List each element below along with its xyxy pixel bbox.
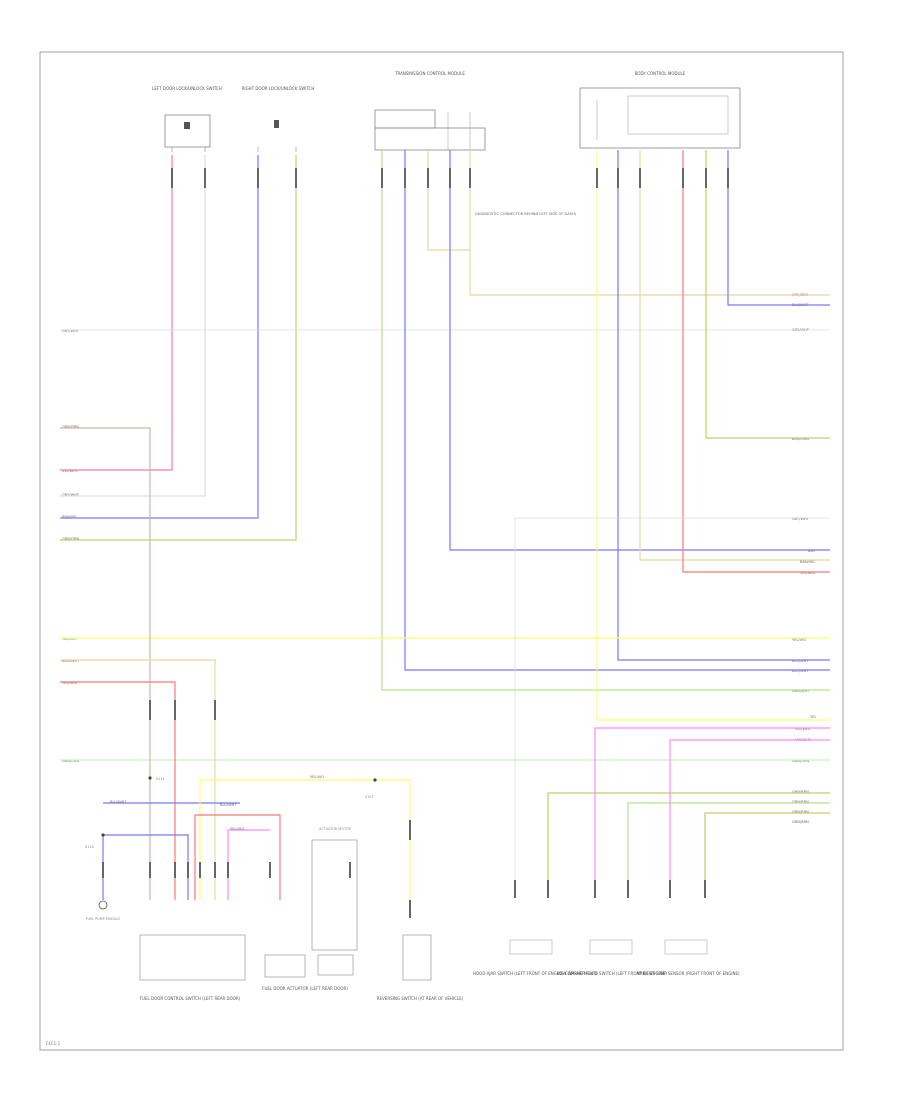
- svg-text:LOW WASHER FLUID SWITCH (LEFT: LOW WASHER FLUID SWITCH (LEFT FRONT OF E…: [557, 971, 667, 976]
- right-door-switch-label: RIGHT DOOR LOCK/UNLOCK SWITCH: [242, 86, 315, 91]
- svg-text:GRN/BRN: GRN/BRN: [792, 820, 809, 824]
- svg-text:YEL/VIO: YEL/VIO: [62, 637, 76, 641]
- wire-blue-right-2: [727, 150, 830, 306]
- connector-marks: [102, 168, 729, 918]
- switch-button-icon: [184, 122, 190, 129]
- svg-text:HOOD AJAR SWITCH (LEFT FRONT O: HOOD AJAR SWITCH (LEFT FRONT OF ENGINE C…: [473, 971, 597, 976]
- wires: [60, 150, 830, 900]
- wire-red-lower: [194, 814, 281, 900]
- wire-lime: [60, 155, 297, 541]
- wire-blue: [60, 155, 259, 519]
- wire-green-center: [381, 150, 830, 691]
- wire-tan-right: [639, 150, 830, 561]
- actuator-motor-box: ACTUATOR MOTOR: [311, 827, 358, 976]
- wire-pink: [60, 155, 173, 471]
- wire-olive-right: [705, 150, 830, 439]
- wire-tan-long: [469, 150, 830, 296]
- svg-text:GRN/WHT: GRN/WHT: [792, 689, 810, 693]
- diagram-frame: [39, 51, 844, 1051]
- left-door-switch-label: LEFT DOOR LOCK/UNLOCK SWITCH: [152, 86, 222, 91]
- reversing-switch: REVERSING SWITCH (AT REAR OF VEHICLE): [377, 934, 464, 1001]
- wire-blue-center: [404, 150, 830, 671]
- svg-text:S111: S111: [156, 777, 165, 781]
- svg-text:BLU/WHT: BLU/WHT: [792, 669, 809, 673]
- svg-text:GRN/BRN: GRN/BRN: [792, 790, 809, 794]
- svg-text:YEL/VIO: YEL/VIO: [310, 775, 324, 779]
- wire-olive-sensor: [547, 792, 830, 890]
- left-door-switch: LEFT DOOR LOCK/UNLOCK SWITCH: [152, 86, 222, 152]
- wire-blue-center-2: [449, 150, 830, 551]
- svg-text:ORN/BRN: ORN/BRN: [62, 425, 79, 429]
- center-module-label: TRANSMISSION CONTROL MODULE: [394, 71, 465, 76]
- svg-text:GRN/ORN: GRN/ORN: [62, 759, 80, 763]
- svg-text:YEL/RED: YEL/RED: [800, 571, 815, 575]
- svg-text:GRY/WHT: GRY/WHT: [62, 493, 80, 497]
- svg-text:GRN/ORN: GRN/ORN: [62, 537, 80, 541]
- wire-tan-center: [427, 150, 470, 251]
- wire-tan-left: [60, 427, 151, 900]
- svg-text:BLU: BLU: [808, 549, 815, 553]
- svg-text:GRN/ORN: GRN/ORN: [792, 759, 810, 763]
- wire-tan-left-2: [60, 659, 216, 900]
- ground-icon: [98, 900, 108, 910]
- wire-yellow-lower: [199, 779, 411, 900]
- svg-text:ACTUATOR MOTOR: ACTUATOR MOTOR: [319, 827, 352, 831]
- svg-text:AMBIENT TEMP SENSOR (RIGHT FRO: AMBIENT TEMP SENSOR (RIGHT FRONT OF ENGI…: [636, 971, 740, 976]
- wire-blue-right: [617, 150, 830, 661]
- body-control-module: BODY CONTROL MODULE: [579, 71, 741, 149]
- splices: S111 S107 S116: [85, 776, 377, 849]
- svg-text:YEL/VIO: YEL/VIO: [230, 827, 244, 831]
- wire-magenta-lower: [227, 829, 270, 900]
- fuel-door-control-module: FUEL DOOR CONTROL SWITCH (LEFT REAR DOOR…: [139, 934, 246, 1001]
- wire-red-right: [682, 150, 830, 573]
- switch-button-icon: [274, 120, 279, 128]
- wire-olive-sensor-2: [704, 812, 830, 890]
- svg-text:FUEL PUMP MODULE: FUEL PUMP MODULE: [86, 917, 121, 921]
- svg-text:BLU/WHT: BLU/WHT: [792, 659, 809, 663]
- svg-text:FUEL DOOR ACTUATOR (LEFT REAR: FUEL DOOR ACTUATOR (LEFT REAR DOOR): [262, 986, 348, 991]
- svg-text:S116: S116: [85, 845, 94, 849]
- svg-text:BRN/YEL: BRN/YEL: [62, 515, 77, 519]
- svg-text:GRN/BRN: GRN/BRN: [792, 810, 809, 814]
- right-wire-labels: GRY/BRN BLU/WHT GRY/WHT BRN/GRN GRY/WHT …: [792, 293, 816, 824]
- svg-text:VIO/WHT: VIO/WHT: [795, 727, 812, 731]
- transmission-control-module: TRANSMISSION CONTROL MODULE: [374, 71, 486, 151]
- diagnostic-note: (DIAGNOSTIC CONNECTOR BEHIND LEFT SIDE O…: [475, 212, 577, 216]
- svg-text:BRN/WHT: BRN/WHT: [62, 659, 80, 663]
- fuel-door-actuator: FUEL DOOR ACTUATOR (LEFT REAR DOOR): [262, 954, 348, 991]
- svg-text:YEL/RED: YEL/RED: [62, 681, 77, 685]
- right-door-switch: RIGHT DOOR LOCK/UNLOCK SWITCH: [242, 86, 315, 152]
- right-module-label: BODY CONTROL MODULE: [635, 71, 686, 76]
- sensor-3: AMBIENT TEMP SENSOR (RIGHT FRONT OF ENGI…: [636, 939, 740, 976]
- wire-green-sensor: [627, 802, 830, 890]
- svg-text:S107: S107: [365, 795, 374, 799]
- fuel-pump-module: FUEL PUMP MODULE: [86, 900, 121, 921]
- svg-text:GRY/WHT: GRY/WHT: [62, 329, 80, 333]
- svg-text:VIO/WHT: VIO/WHT: [62, 469, 79, 473]
- svg-text:BRN/YEL: BRN/YEL: [800, 560, 815, 564]
- wire-white: [60, 155, 206, 497]
- wire-red-left: [60, 681, 176, 900]
- sensor-2: LOW WASHER FLUID SWITCH (LEFT FRONT OF E…: [557, 939, 667, 976]
- sensor-1: HOOD AJAR SWITCH (LEFT FRONT OF ENGINE C…: [473, 939, 597, 976]
- svg-text:YEL/VIO: YEL/VIO: [792, 638, 806, 642]
- svg-text:GRY/WHT: GRY/WHT: [792, 517, 810, 521]
- svg-text:FUEL DOOR CONTROL SWITCH (LEFT: FUEL DOOR CONTROL SWITCH (LEFT REAR DOOR…: [140, 996, 241, 1001]
- svg-text:YEL: YEL: [810, 715, 816, 719]
- wire-yellow-right: [596, 150, 830, 721]
- wire-magenta-sensor: [594, 727, 830, 890]
- svg-text:BLU/WHT: BLU/WHT: [220, 803, 237, 807]
- svg-text:GRN/BRN: GRN/BRN: [792, 800, 809, 804]
- left-wire-labels: GRY/WHT ORN/BRN VIO/WHT GRY/WHT BRN/YEL …: [62, 329, 80, 763]
- wire-magenta-sensor-2: [669, 739, 830, 890]
- svg-text:REVERSING SWITCH (AT REAR OF V: REVERSING SWITCH (AT REAR OF VEHICLE): [377, 996, 464, 1001]
- svg-text:BLU/WHT: BLU/WHT: [110, 800, 127, 804]
- wire-blue-lower: [103, 834, 189, 900]
- footer-code: F4C1-1: [46, 1041, 61, 1046]
- mid-wire-labels: YEL/VIO YEL/VIO BLU/WHT BLU/WHT: [110, 775, 324, 831]
- svg-text:BRN/GRN: BRN/GRN: [792, 437, 809, 441]
